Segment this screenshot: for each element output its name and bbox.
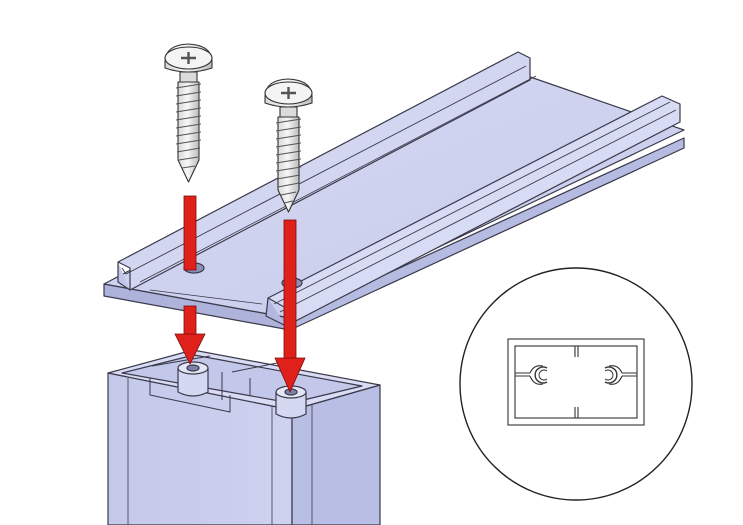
magnified-cross-section [459,267,693,501]
down-arrow-icon [274,219,306,393]
screw-left [164,43,213,183]
post [107,349,381,525]
post-screw-boss-left [177,361,209,397]
cross-section-profile [507,338,645,426]
screw-channel-left [534,366,548,384]
screw-right [264,78,313,213]
down-arrow-icon [174,305,206,365]
down-arrow-icon [183,195,197,271]
screw-channel-right [604,366,618,384]
post-screw-boss-right [275,385,307,419]
rail [103,51,685,331]
detail-circle [459,267,693,501]
